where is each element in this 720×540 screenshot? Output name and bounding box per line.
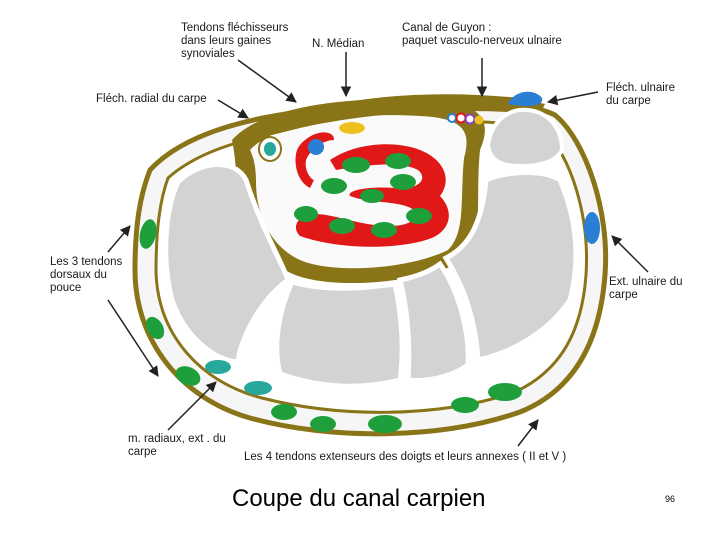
finger-extensor-tendons (271, 383, 522, 433)
tendon (145, 316, 165, 340)
label-radial-extensors: m. radiaux, ext . du carpe (128, 433, 226, 458)
flexor-tendon (406, 208, 432, 224)
arrow (167, 381, 217, 431)
label-flexor-carpi-radialis: Fléch. radial du carpe (96, 93, 207, 105)
label-flexor-tendons: Tendons fléchisseurs dans leurs gaines s… (181, 22, 289, 60)
median-nerve (339, 122, 365, 134)
bone (274, 279, 405, 389)
tendon (139, 219, 157, 249)
tendon (488, 383, 522, 401)
arrow (107, 225, 131, 253)
pointer-arrows (107, 52, 649, 447)
thumb-dorsal-tendons (139, 219, 201, 386)
tendon (310, 416, 336, 432)
arrow (237, 59, 297, 103)
arrow (517, 419, 539, 447)
flexor-tendon (385, 153, 411, 169)
guyon-canal-bundle (447, 112, 484, 125)
tendon (244, 381, 272, 395)
retinaculum-band (228, 94, 545, 146)
bone (396, 260, 471, 383)
label-guyon-canal: Canal de Guyon : paquet vasculo-nerveux … (402, 22, 562, 47)
flexor-tendons (294, 153, 432, 238)
flexor-tendon (390, 174, 416, 190)
tendon (271, 404, 297, 420)
arrow (217, 99, 249, 119)
bone (163, 162, 291, 365)
flexor-tendon (342, 157, 370, 173)
tendon (451, 397, 479, 413)
flexor-carpi-ulnaris-tendon (508, 91, 543, 106)
label-median-nerve: N. Médian (312, 38, 365, 50)
label-finger-extensors: Les 4 tendons extenseurs des doigts et l… (244, 451, 567, 463)
flexor-tendon (360, 189, 384, 203)
arrow (546, 91, 599, 106)
carpal-bones (163, 107, 579, 389)
page-number: 96 (665, 494, 676, 504)
flexor-tendon (294, 206, 318, 222)
flexor-pollicis-tendon (308, 139, 324, 155)
label-extensor-carpi-ulnaris: Ext. ulnaire du carpe (609, 276, 683, 301)
label-thumb-dorsal-tendons: Les 3 tendons dorsaux du pouce (50, 256, 123, 294)
extensor-carpi-ulnaris-tendon (584, 212, 600, 244)
flexor-tendon (321, 178, 347, 194)
tendon (175, 366, 201, 386)
slide-caption: Coupe du canal carpien (232, 485, 486, 512)
bone (442, 170, 579, 364)
radial-bursa (295, 132, 335, 188)
arrow (611, 235, 649, 273)
radial-extensor-tendons (205, 360, 272, 395)
tendon (205, 360, 231, 374)
flexor-tendon (329, 218, 355, 234)
tendon (368, 415, 402, 433)
label-flexor-carpi-ulnaris: Fléch. ulnaire du carpe (606, 82, 676, 107)
arrow (107, 299, 159, 377)
bone (485, 107, 565, 169)
flexor-tendon (371, 222, 397, 238)
